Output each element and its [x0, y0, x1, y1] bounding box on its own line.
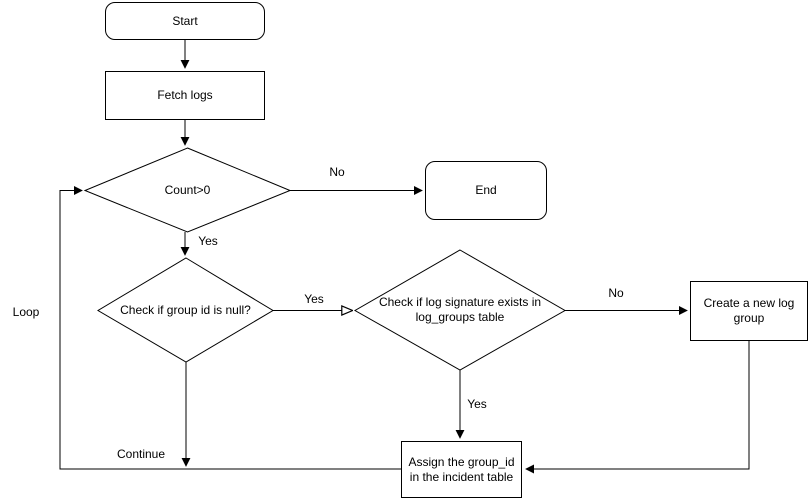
edge-label-signature-no: No	[606, 286, 626, 300]
node-fetch-logs-label: Fetch logs	[157, 88, 213, 102]
node-count-check-label: Count>0	[164, 182, 211, 197]
node-create-log-group[interactable]: Create a new log group	[690, 281, 808, 341]
edge-label-signature-yes: Yes	[465, 397, 489, 411]
node-assign-group-id-label: Assign the group_id in the incident tabl…	[408, 454, 515, 484]
node-count-check[interactable]: Count>0	[85, 148, 290, 232]
node-group-id-null-check[interactable]: Check if group id is null?	[98, 258, 273, 362]
edge-label-null-check-yes: Yes	[302, 292, 326, 306]
node-fetch-logs[interactable]: Fetch logs	[105, 71, 265, 120]
count-check-diamond-shape	[83, 147, 292, 233]
edge-label-count-yes: Yes	[196, 234, 220, 248]
node-create-log-group-label: Create a new log group	[703, 296, 795, 325]
edge-label-count-no: No	[327, 165, 347, 179]
node-log-signature-check[interactable]: Check if log signature exists in log_gro…	[355, 250, 565, 370]
node-end-label: End	[475, 183, 497, 197]
log-signature-check-diamond-shape	[353, 249, 567, 371]
node-group-id-null-check-label: Check if group id is null?	[120, 302, 251, 317]
edge-label-loop: Loop	[10, 305, 42, 319]
group-id-null-check-diamond-shape	[97, 257, 274, 363]
node-assign-group-id[interactable]: Assign the group_id in the incident tabl…	[401, 441, 522, 498]
node-end[interactable]: End	[425, 161, 547, 220]
edge-create-log-group-to-assign-group-id	[525, 341, 750, 474]
node-start[interactable]: Start	[105, 2, 265, 40]
node-log-signature-check-label: Check if log signature exists in log_gro…	[378, 295, 542, 324]
edge-loop-assign-to-count-check	[59, 186, 401, 470]
edge-label-continue: Continue	[114, 447, 168, 461]
node-start-label: Start	[172, 13, 198, 28]
